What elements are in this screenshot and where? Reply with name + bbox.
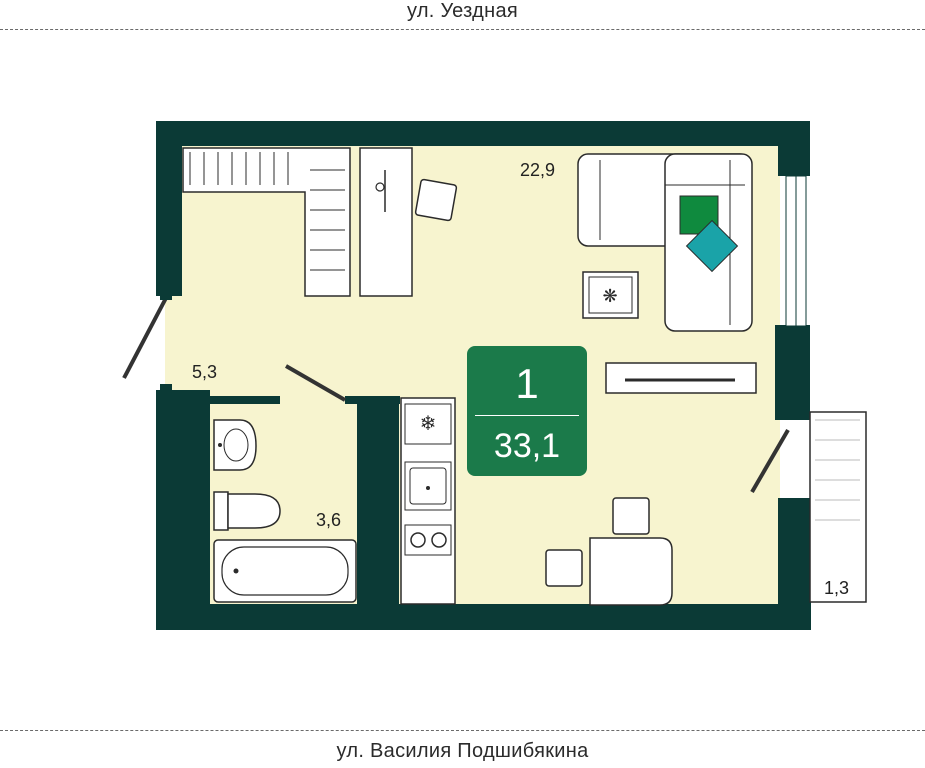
bathroom-area-label: 3,6 — [316, 510, 342, 530]
balcony-area-label: 1,3 — [824, 578, 850, 598]
svg-text:❄: ❄ — [420, 411, 437, 435]
room-count: 1 — [515, 360, 539, 407]
tv-icon — [605, 362, 757, 394]
toilet-icon — [213, 491, 281, 531]
bathroom-door-icon — [285, 364, 346, 402]
chair-icon — [414, 178, 458, 222]
desk-icon — [359, 147, 413, 297]
living-area-label: 22,9 — [520, 160, 556, 180]
walls — [156, 121, 811, 630]
hall-area-label: 5,3 — [192, 362, 218, 382]
street-bottom-label: ул. Василия Подшибякина — [336, 740, 589, 762]
entrance-door-icon — [122, 294, 172, 392]
stove-icon — [404, 524, 452, 556]
street-bottom-divider — [0, 730, 925, 731]
fridge-icon: ❄ — [404, 403, 452, 445]
street-top-divider — [0, 29, 925, 30]
rug-icon: ❋ — [582, 271, 639, 319]
bathtub-icon — [213, 539, 357, 603]
apartment-badge: 1 33,1 — [467, 346, 587, 476]
door-icon — [750, 428, 790, 494]
window-icon — [785, 175, 807, 327]
kitchen-sink-icon — [404, 461, 452, 511]
sofa-icon — [577, 153, 753, 332]
dining-table-icon — [545, 497, 673, 606]
total-area: 33,1 — [493, 427, 561, 465]
street-top-label: ул. Уездная — [406, 0, 519, 22]
sink-icon — [213, 419, 257, 471]
badge-divider — [475, 415, 579, 416]
svg-text:❋: ❋ — [602, 286, 617, 307]
balcony — [809, 411, 867, 603]
wardrobe-icon — [182, 147, 351, 297]
